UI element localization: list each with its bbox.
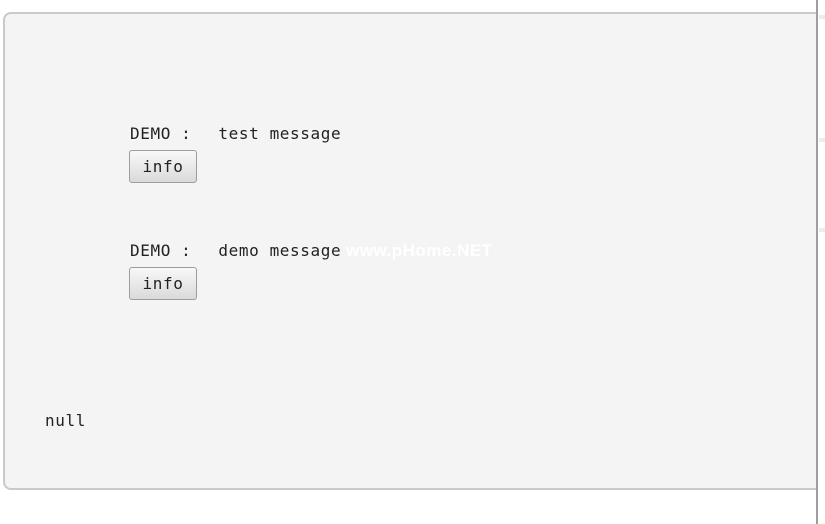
message-label: DEMO :	[130, 241, 192, 260]
null-output: null	[45, 411, 86, 430]
viewport-edge-line	[816, 0, 818, 524]
message-line: DEMO : test message	[130, 124, 341, 144]
message-block-2: DEMO : demo message www.pHome.NET info	[129, 241, 492, 300]
message-line: DEMO : demo message www.pHome.NET	[130, 241, 492, 261]
message-label: DEMO :	[130, 124, 192, 143]
scrollbar-artifact	[819, 138, 825, 142]
message-text: test message	[218, 124, 342, 143]
message-text: demo message	[218, 241, 342, 260]
info-button-2[interactable]: info	[129, 267, 197, 300]
scrollbar-artifact	[819, 15, 825, 19]
message-block-1: DEMO : test message info	[129, 124, 341, 183]
site-watermark: www.pHome.NET	[346, 241, 493, 260]
scrollbar-artifact	[819, 228, 825, 232]
info-button-1[interactable]: info	[129, 150, 197, 183]
content-panel: DEMO : test message info DEMO : demo mes…	[3, 12, 816, 490]
